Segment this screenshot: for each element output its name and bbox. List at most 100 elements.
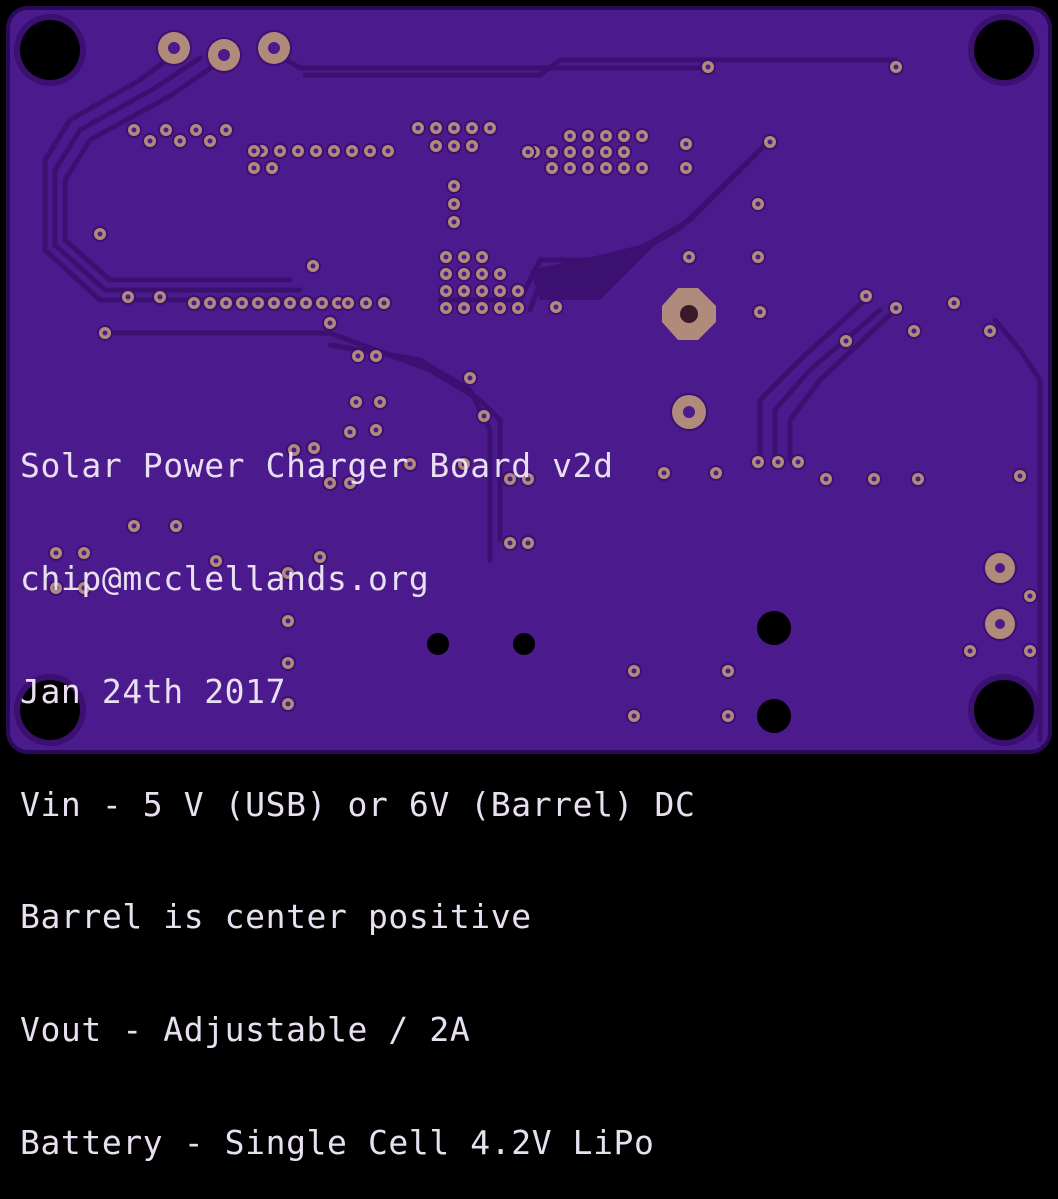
- via-drill: [911, 328, 917, 334]
- board-surface: [10, 10, 1048, 750]
- via-drill: [331, 148, 337, 154]
- via-drill: [53, 550, 59, 556]
- via-drill: [271, 300, 277, 306]
- silk-line-vout: Vout - Adjustable / 2A: [20, 1010, 471, 1050]
- via-drill: [373, 353, 379, 359]
- via-drill: [147, 138, 153, 144]
- via-drill: [621, 133, 627, 139]
- via-drill: [987, 328, 993, 334]
- via-drill: [661, 470, 667, 476]
- via-drill: [303, 300, 309, 306]
- via-drill: [207, 138, 213, 144]
- mounting-holes: [14, 14, 1040, 746]
- via-drill: [125, 294, 131, 300]
- via-drill: [287, 300, 293, 306]
- copper-pour: [530, 240, 660, 300]
- via-drill: [163, 127, 169, 133]
- via-drill: [497, 305, 503, 311]
- mounting-hole: [974, 680, 1034, 740]
- silkscreen-text: Solar Power Charger Board v2d chip@mccle…: [20, 372, 695, 1199]
- via-drill: [433, 143, 439, 149]
- via-drill: [223, 127, 229, 133]
- via-drill: [168, 42, 180, 54]
- via-drill: [177, 138, 183, 144]
- via-drill: [795, 459, 801, 465]
- octagon-pad-drill: [680, 305, 698, 323]
- via-drill: [345, 300, 351, 306]
- via-drill: [621, 165, 627, 171]
- via-drill: [995, 563, 1005, 573]
- unplated-hole: [427, 633, 449, 655]
- via-drill: [995, 619, 1005, 629]
- via-drill: [191, 300, 197, 306]
- via-drill: [81, 550, 87, 556]
- via-drill: [639, 133, 645, 139]
- silk-line-title: Solar Power Charger Board v2d: [20, 446, 614, 486]
- via-drill: [843, 338, 849, 344]
- via-drill: [823, 476, 829, 482]
- via-drill: [443, 271, 449, 277]
- via-drill: [621, 149, 627, 155]
- via-drill: [757, 309, 763, 315]
- via-drill: [915, 476, 921, 482]
- via-drill: [335, 300, 341, 306]
- via-drill: [131, 127, 137, 133]
- via-drill: [363, 300, 369, 306]
- via-drill: [269, 165, 275, 171]
- via-drill: [415, 125, 421, 131]
- via-drill: [251, 148, 257, 154]
- unplated-hole: [757, 611, 791, 645]
- via-drill: [311, 445, 317, 451]
- via-drill: [193, 127, 199, 133]
- via-drill: [967, 648, 973, 654]
- via-drill: [451, 125, 457, 131]
- via-drill: [213, 558, 219, 564]
- via-drill: [603, 133, 609, 139]
- via-drill: [53, 585, 59, 591]
- via-drill: [479, 288, 485, 294]
- via-drill: [373, 427, 379, 433]
- via-drill: [461, 271, 467, 277]
- via-drill: [319, 300, 325, 306]
- via-drill: [443, 254, 449, 260]
- via-drill: [683, 141, 689, 147]
- via-drill: [725, 668, 731, 674]
- via-drill: [893, 305, 899, 311]
- via-drill: [469, 125, 475, 131]
- via-drill: [385, 148, 391, 154]
- unplated-holes: [427, 611, 791, 733]
- via-drill: [317, 554, 323, 560]
- via-drill: [603, 149, 609, 155]
- via-drill: [549, 149, 555, 155]
- via-drill: [479, 305, 485, 311]
- via-drill: [461, 254, 467, 260]
- via-drill: [443, 288, 449, 294]
- via-drill: [218, 49, 230, 61]
- via-drill: [567, 165, 573, 171]
- via-drill: [525, 149, 531, 155]
- via-drill: [585, 133, 591, 139]
- via-drill: [549, 165, 555, 171]
- via-drill: [603, 165, 609, 171]
- via-drill: [295, 148, 301, 154]
- via-drill: [285, 570, 291, 576]
- via-drill: [467, 375, 473, 381]
- via-drill: [1027, 593, 1033, 599]
- via-drill: [313, 148, 319, 154]
- silk-line-battery: Battery - Single Cell 4.2V LiPo: [20, 1122, 655, 1162]
- via-drill: [497, 288, 503, 294]
- via-drill: [255, 300, 261, 306]
- via-drill: [639, 165, 645, 171]
- via-drill: [775, 459, 781, 465]
- via-drill: [327, 320, 333, 326]
- via-drill: [585, 165, 591, 171]
- via-drill: [951, 300, 957, 306]
- via-drill: [767, 139, 773, 145]
- via-drill: [525, 476, 531, 482]
- via-drill: [863, 293, 869, 299]
- via-drill: [349, 148, 355, 154]
- via-drill: [479, 271, 485, 277]
- via-drill: [515, 305, 521, 311]
- via-drill: [585, 149, 591, 155]
- via-drill: [268, 42, 280, 54]
